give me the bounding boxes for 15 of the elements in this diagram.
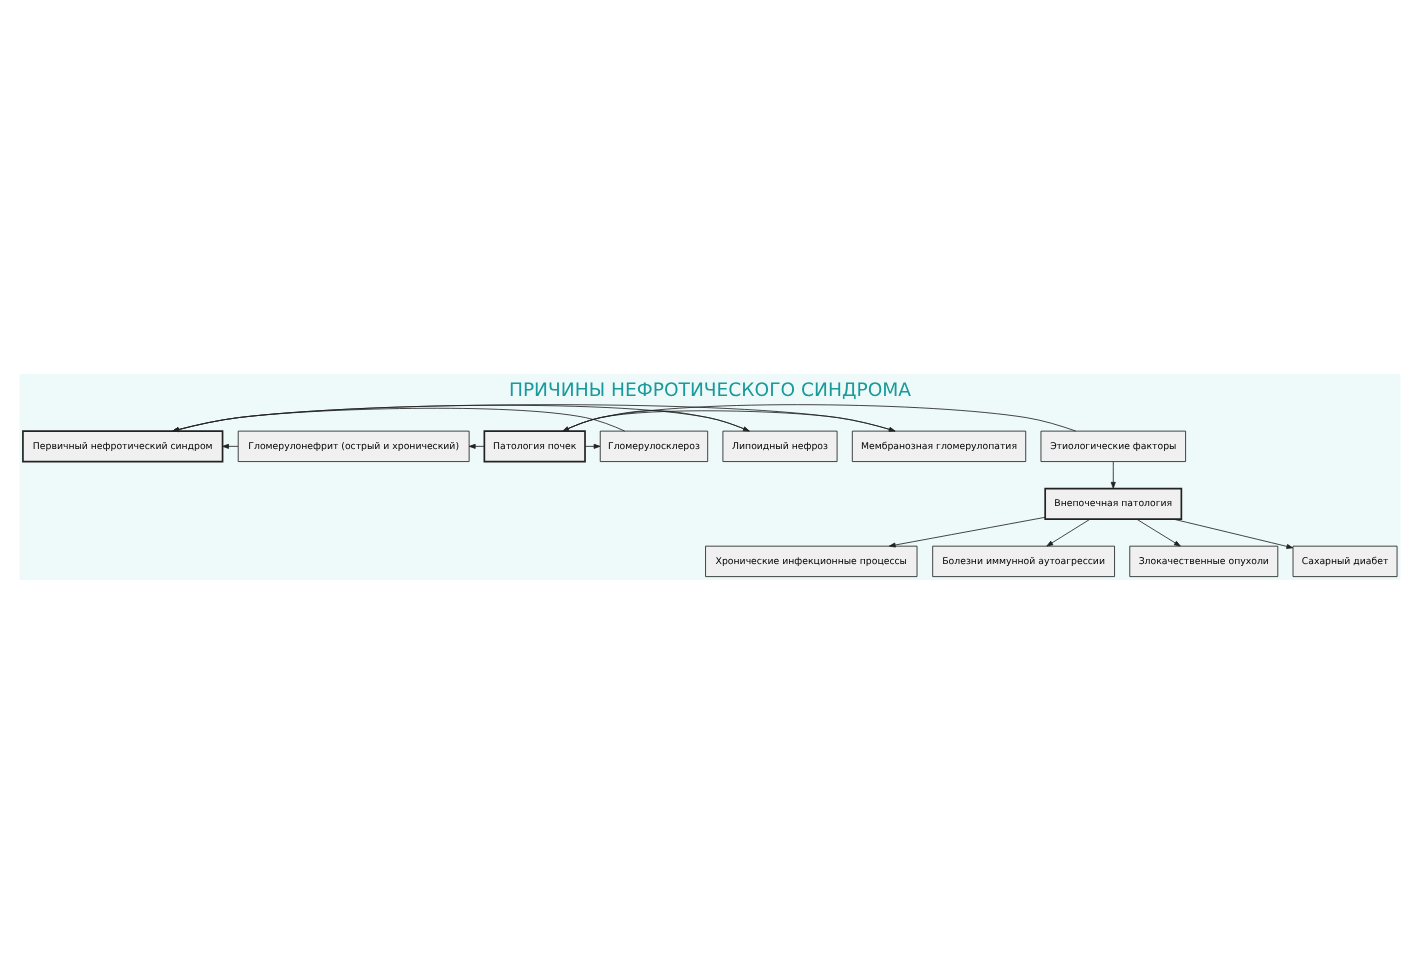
arrow (888, 516, 1046, 548)
arrow (172, 404, 750, 433)
arrow (562, 404, 1077, 432)
arrow (1173, 518, 1294, 549)
arrow (468, 443, 485, 449)
arrow (1136, 518, 1181, 547)
arrow (172, 407, 626, 433)
arrow (172, 404, 896, 433)
arrow (1046, 518, 1091, 547)
arrow (1110, 461, 1116, 489)
arrow (584, 443, 601, 449)
diagram-title: ПРИЧИНЫ НЕФРОТИЧЕСКОГО СИНДРОМА (508, 379, 912, 402)
arrow (562, 410, 896, 432)
arrow (222, 443, 239, 449)
arrow (562, 410, 750, 432)
